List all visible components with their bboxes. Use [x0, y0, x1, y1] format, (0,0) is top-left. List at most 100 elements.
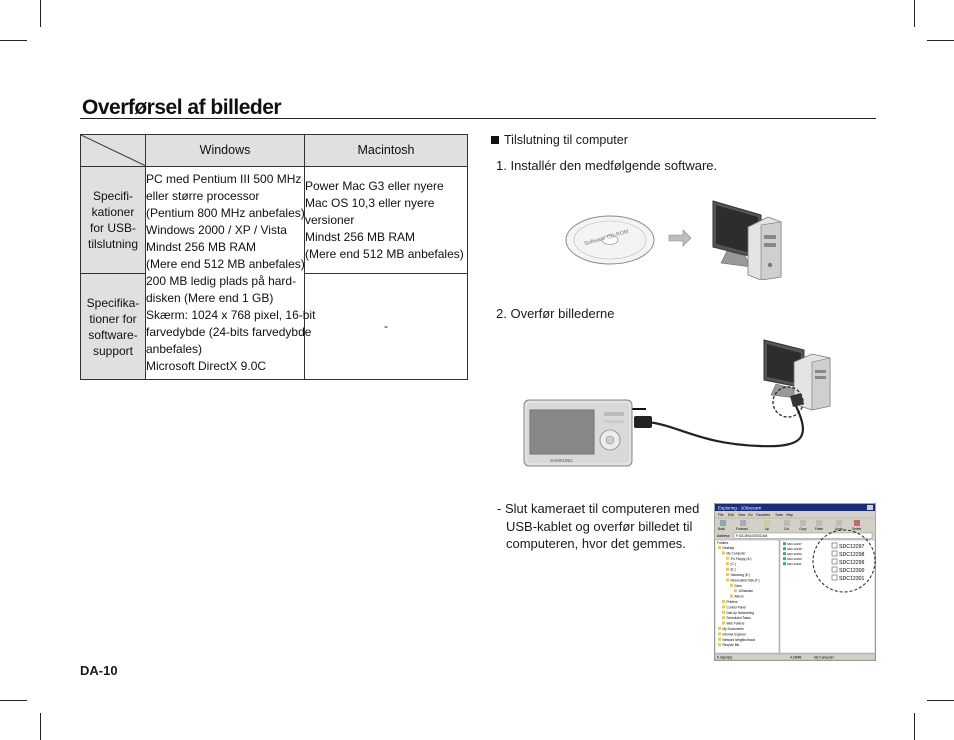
file-icon [831, 542, 838, 549]
bullet-square-icon [491, 136, 499, 144]
file-icon [783, 552, 786, 556]
row-header-line: Specifi- [92, 189, 133, 203]
file-icon [783, 562, 786, 566]
tree-item: Album [735, 595, 744, 599]
toolbar-cut: Cut [784, 527, 789, 531]
mac-line: Power Mac G3 eller nyere [305, 178, 444, 193]
page-number: DA-10 [80, 663, 118, 678]
windows-line: eller større processor [146, 189, 260, 203]
address-label: Address [717, 534, 730, 538]
status-bar [714, 653, 876, 661]
file-item: SDC12297 [787, 542, 802, 546]
windows-line: disken (Mere end 1 GB) [146, 291, 274, 305]
usb-cable [647, 405, 804, 448]
macintosh-software-cell: - [304, 273, 468, 380]
folder-icon [726, 562, 729, 566]
tree-item: Internet Explorer [723, 632, 748, 636]
row-header-line: kationer [91, 205, 135, 219]
install-illustration: Software CD-ROM [565, 200, 782, 280]
windows-line: farvedybde (24-bits farvedybde [146, 325, 312, 339]
menu-help: Help [786, 513, 793, 517]
windows-line: Windows 2000 / XP / Vista [146, 223, 287, 237]
row-header-usb: Specifi- kationer for USB- tilslutning [80, 166, 146, 274]
mac-line: versioner [305, 212, 355, 227]
menu-go: Go [748, 513, 753, 517]
explorer-title: Exploring - 100sscam [718, 505, 762, 510]
tree-item: 100sscam [739, 589, 754, 593]
crop-mark [914, 0, 915, 27]
tree-item: My Documents [723, 627, 745, 631]
toolbar-delete: Delete [852, 527, 861, 531]
row-header-software: Specifika- tioner for software- support [80, 273, 146, 380]
crop-mark [40, 0, 41, 27]
crop-mark [40, 713, 41, 740]
toolbar-undo: Undo [835, 527, 843, 531]
folder-icon [718, 632, 721, 636]
toolbar-paste: Paste [815, 527, 823, 531]
menu-file: File [718, 513, 724, 517]
tree-item: Printers [727, 600, 738, 604]
folder-icon [730, 594, 733, 598]
file-icon [831, 566, 838, 573]
step-2: 2. Overfør billederne [496, 306, 615, 321]
table-corner-cell [80, 134, 146, 167]
file-icon [831, 550, 838, 557]
file-item-zoomed: SDC12299 [839, 560, 864, 566]
tree-item: Web Folders [727, 622, 745, 626]
status-location: My Computer [814, 656, 835, 660]
windows-line: PC med Pentium III 500 MHz [146, 172, 302, 186]
windows-line: anbefales) [146, 342, 203, 356]
macintosh-requirements-cell: Power Mac G3 eller nyere Mac OS 10,3 ell… [304, 166, 468, 274]
tree-item: Dial-Up Networking [727, 611, 755, 615]
explorer-toolbar: Back Forward Up Cut Copy Paste Undo Dele… [718, 520, 861, 531]
folder-icon [718, 637, 721, 641]
title-underline [80, 118, 876, 119]
crop-mark [0, 700, 27, 701]
windows-requirements-cell: PC med Pentium III 500 MHz eller større … [145, 166, 316, 380]
row-header-line: for USB- [89, 221, 136, 235]
file-icon [783, 547, 786, 551]
row-header-line: software- [88, 327, 138, 342]
transfer-illustration: SAMSUNG [523, 339, 831, 467]
crop-mark [914, 713, 915, 740]
file-icon [831, 574, 838, 581]
windows-line: Skærm: 1024 x 768 pixel, 16-bit [146, 308, 316, 322]
camera-brand-label: SAMSUNG [550, 458, 573, 463]
tree-item: Dcim [735, 584, 743, 588]
explorer-titlebar [715, 504, 875, 511]
address-value: F:\DCIM\100SSCAM [736, 534, 767, 538]
crop-mark [0, 40, 27, 41]
tree-item: Removable Disk (F:) [731, 578, 760, 582]
tree-item: My Computer [727, 551, 747, 555]
file-icon [783, 557, 786, 561]
file-icon [783, 542, 786, 546]
section-heading-text: Tilslutning til computer [504, 133, 628, 147]
zoom-highlight-circle [812, 529, 876, 593]
folder-icon [726, 578, 729, 582]
requirements-table: Windows Macintosh Specifi- kationer for … [80, 134, 468, 380]
file-item-zoomed: SDC12301 [839, 576, 864, 582]
folder-icon [726, 567, 729, 571]
step-1: 1. Installér den medfølgende software. [496, 158, 718, 173]
tree-item: Network Neighborhood [723, 638, 756, 642]
file-icon [831, 558, 838, 565]
toolbar-up: Up [765, 527, 769, 531]
crop-mark [927, 700, 954, 701]
address-bar [733, 532, 873, 539]
usb-plug-icon [790, 393, 804, 407]
folders-label: Folders [717, 541, 729, 545]
file-item: SDC12299 [787, 552, 802, 556]
column-header-windows: Windows [145, 134, 305, 167]
folder-icon [718, 546, 721, 549]
tree-item: (E:) [731, 568, 736, 572]
folder-icon [718, 643, 721, 647]
tree-item: Samsung (E:) [731, 573, 751, 577]
menu-tools: Tools [775, 513, 783, 517]
file-item: SDC12298 [787, 547, 802, 551]
mac-line: Mindst 256 MB RAM [305, 229, 416, 244]
folder-icon [726, 556, 729, 560]
crop-mark [927, 40, 954, 41]
